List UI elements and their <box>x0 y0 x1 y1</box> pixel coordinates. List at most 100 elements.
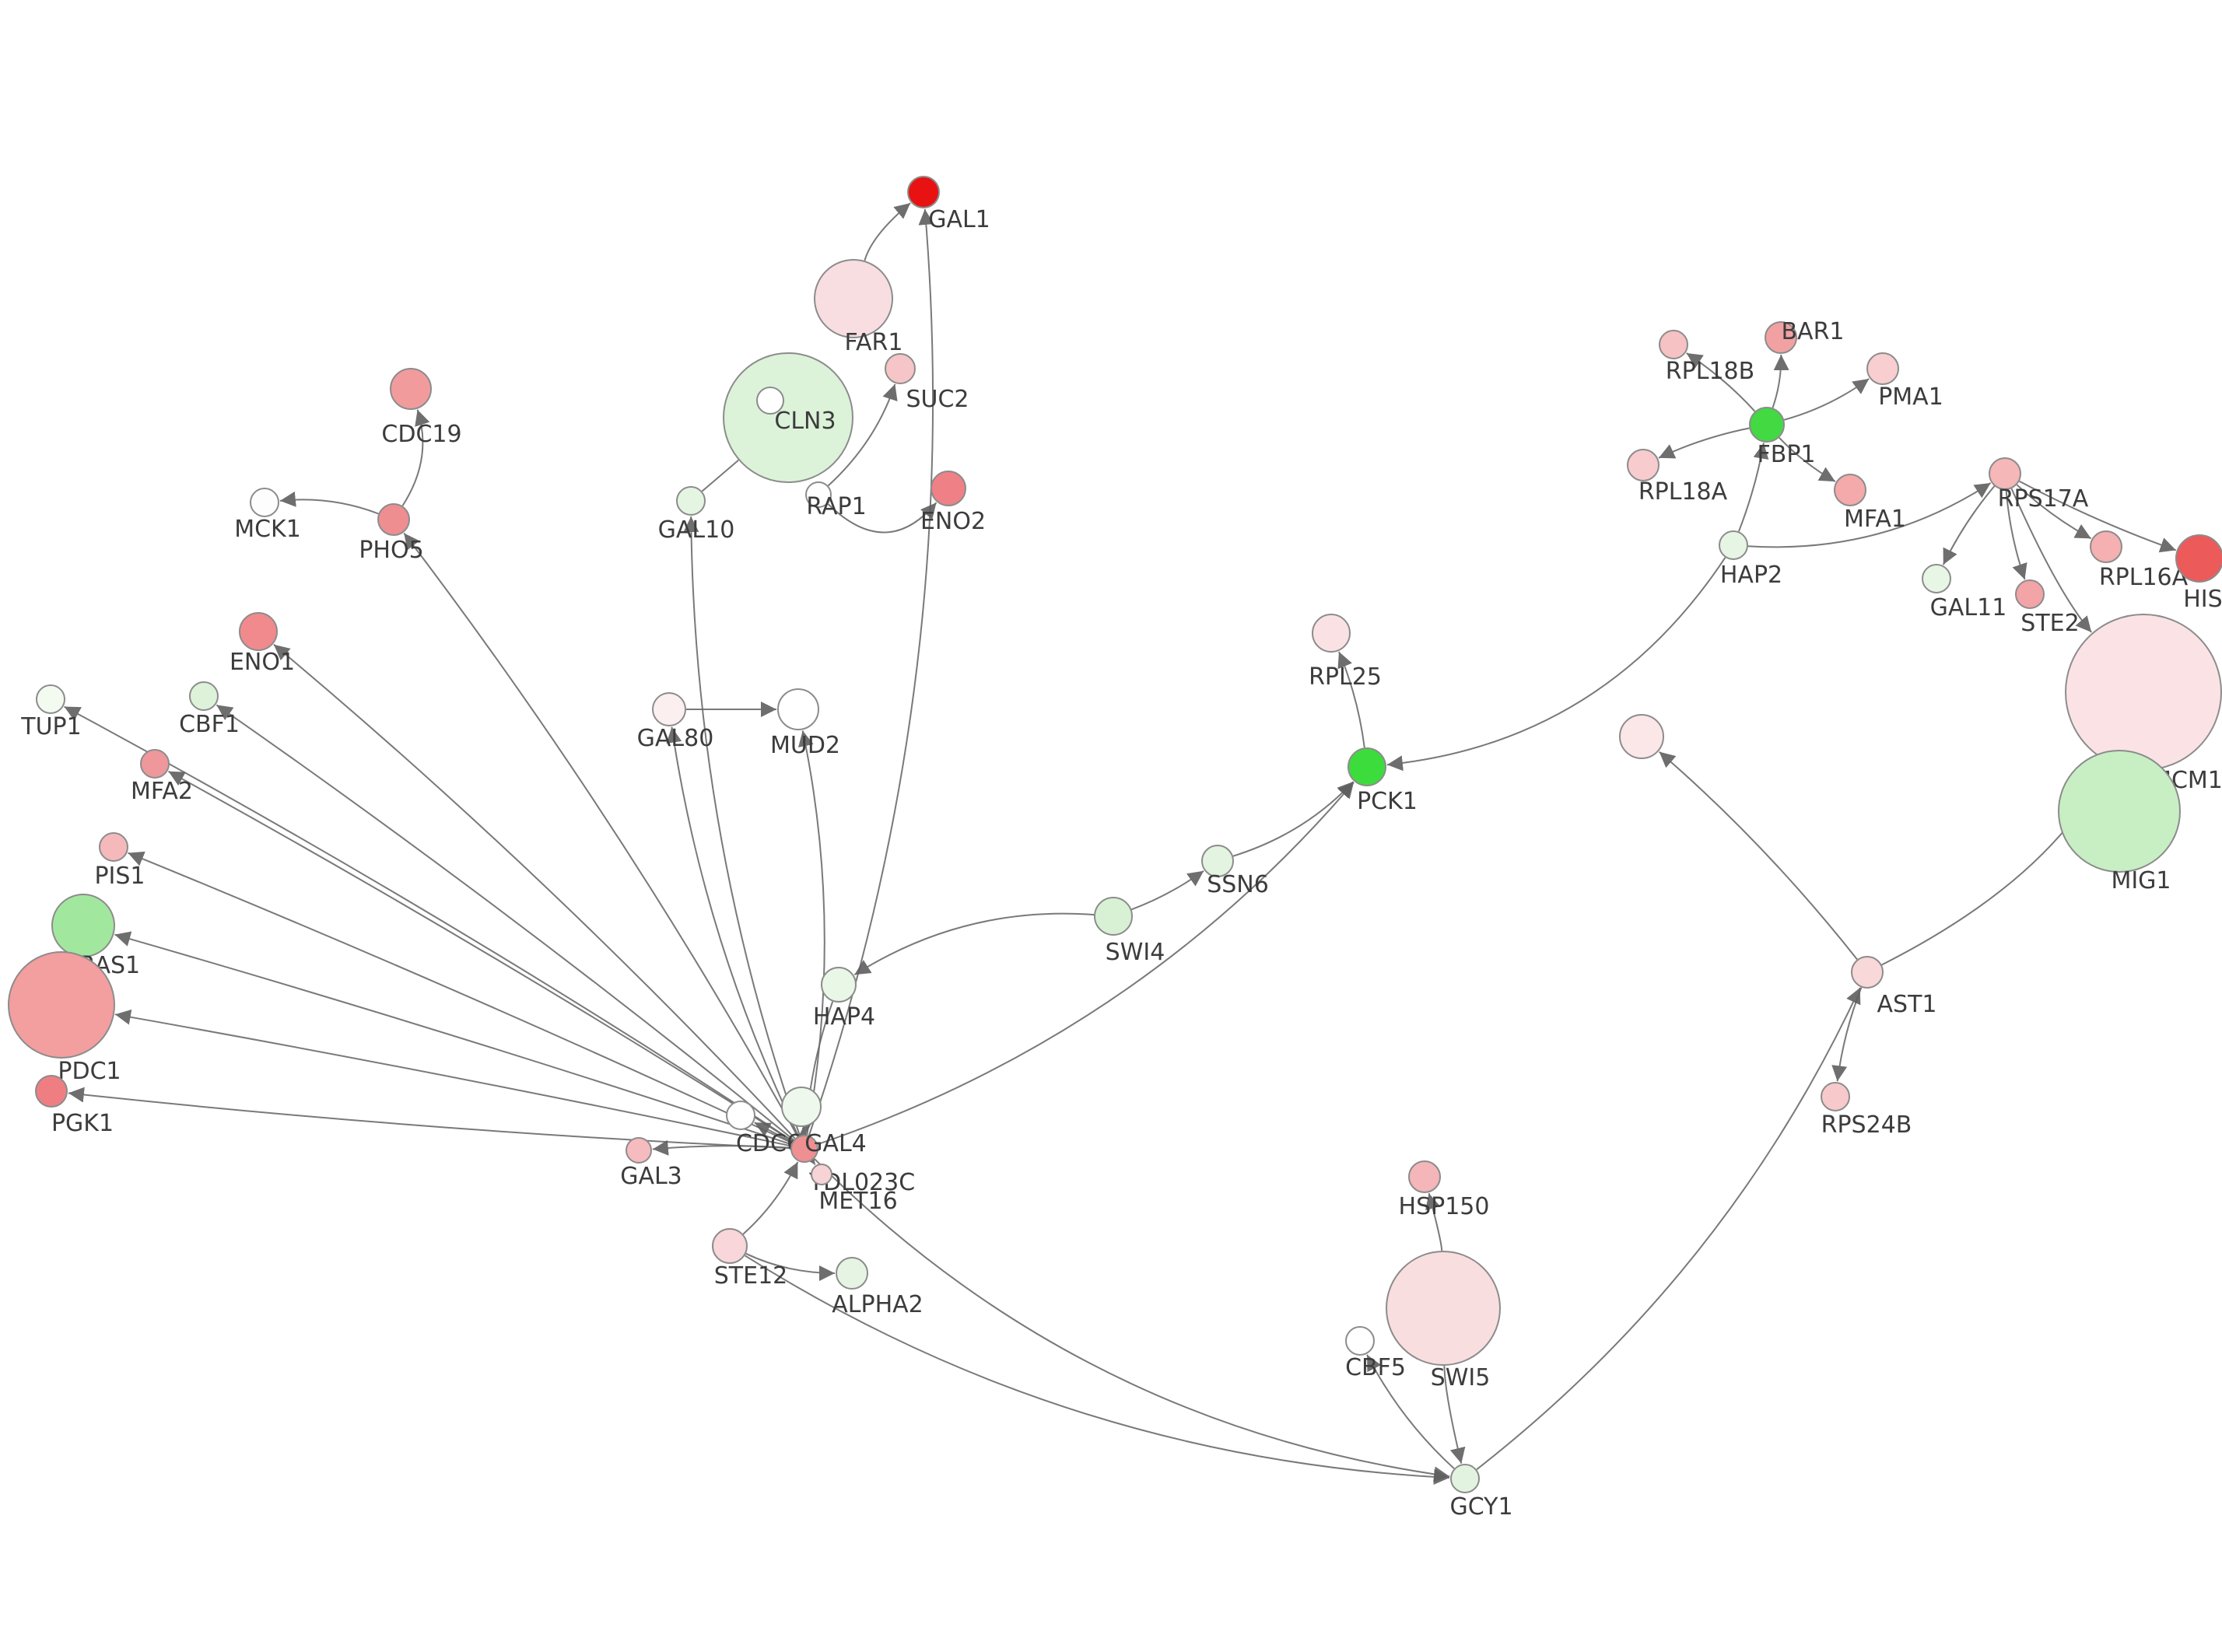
node-GAL11[interactable] <box>1922 564 1951 593</box>
node-HSP150[interactable] <box>1408 1160 1441 1193</box>
node-HAP2[interactable] <box>1719 530 1748 560</box>
node-AST1[interactable] <box>1851 956 1884 989</box>
edge-GAL4-GAL10[interactable] <box>683 516 801 1136</box>
node-RPS17A[interactable] <box>1989 457 2021 490</box>
edge-FBP1-PMA1[interactable] <box>1783 378 1870 421</box>
node-PGK1[interactable] <box>35 1075 68 1108</box>
node-MET16[interactable] <box>811 1164 832 1185</box>
edge-PHO5-MCK1[interactable] <box>279 491 379 515</box>
node-RPL25[interactable] <box>1312 614 1351 653</box>
node-YDL023C[interactable] <box>781 1087 822 1127</box>
node-RAS1[interactable] <box>51 894 115 957</box>
node-ENO2[interactable] <box>931 471 966 506</box>
edge-FAR1-GAL1[interactable] <box>864 202 911 261</box>
node-SUC2[interactable] <box>885 353 916 384</box>
edge-RAP1-ENO2[interactable] <box>827 502 938 534</box>
edge-AST1-RPS24B[interactable] <box>1831 987 1863 1082</box>
edge-GAL4-TUP1[interactable] <box>64 705 794 1142</box>
node-RPL18A[interactable] <box>1627 449 1659 481</box>
node-SSN6[interactable] <box>1201 845 1234 877</box>
edge-GAL4-PIS1[interactable] <box>128 851 793 1144</box>
node-RPS24B[interactable] <box>1821 1082 1850 1111</box>
edge-GAL4-MUD2[interactable] <box>798 730 825 1136</box>
node-FBP1[interactable] <box>1749 407 1785 443</box>
edge-STE12-ALPHA2[interactable] <box>745 1252 836 1282</box>
edge-STE12-GCY1[interactable] <box>744 1255 1450 1485</box>
node-NODE1[interactable] <box>756 387 784 415</box>
edge-GCY1-AST1[interactable] <box>1476 987 1861 1471</box>
node-RAP1[interactable] <box>805 481 832 508</box>
edge-PCK1-RPL25[interactable] <box>1337 651 1365 748</box>
node-ENO1[interactable] <box>239 612 278 651</box>
node-MFA2[interactable] <box>140 749 170 779</box>
edge-GAL4-GAL80[interactable] <box>666 726 800 1137</box>
edge-GAL4-YDL023C[interactable] <box>795 1127 811 1143</box>
node-PMA1[interactable] <box>1866 352 1899 385</box>
node-SWI4[interactable] <box>1094 897 1133 936</box>
node-TUP1[interactable] <box>36 684 65 714</box>
edge-GAL4-GAL3[interactable] <box>652 1139 791 1156</box>
edge-AST1-NODE2[interactable] <box>1659 751 1858 961</box>
edge-GAL4-GAL1[interactable] <box>808 208 934 1136</box>
edge-RPS17A-RPL16A[interactable] <box>2016 484 2092 540</box>
node-PCK1[interactable] <box>1348 747 1386 786</box>
edge-PHO5-CDC19[interactable] <box>401 409 430 506</box>
node-CDC19[interactable] <box>390 368 432 410</box>
edge-GAL4-MFA2[interactable] <box>168 770 794 1143</box>
edge-GAL4-CBF1[interactable] <box>216 704 794 1141</box>
edge-SWI4-HAP4[interactable] <box>853 912 1095 976</box>
edge-FBP1-MFA1[interactable] <box>1779 437 1836 482</box>
node-GAL10[interactable] <box>676 486 706 516</box>
node-BAR1[interactable] <box>1765 321 1797 354</box>
edge-SWI4-SSN6[interactable] <box>1131 870 1204 911</box>
node-CLN3[interactable] <box>723 352 853 483</box>
edge-SSN6-PCK1[interactable] <box>1232 781 1355 857</box>
edge-GAL4-PDC1[interactable] <box>114 1009 791 1147</box>
node-PDC1[interactable] <box>8 951 115 1059</box>
node-PHO5[interactable] <box>377 503 410 536</box>
node-MCK1[interactable] <box>250 488 279 517</box>
edge-GCY1-CBF5[interactable] <box>1366 1354 1455 1469</box>
edge-GAL4-PCK1[interactable] <box>817 782 1355 1146</box>
node-GCY1[interactable] <box>1450 1464 1480 1493</box>
edge-FBP1-RPL18A[interactable] <box>1658 427 1750 459</box>
edge-GAL10-CLN3[interactable] <box>701 444 755 492</box>
node-PIS1[interactable] <box>99 832 128 862</box>
node-RPL18B[interactable] <box>1659 330 1688 359</box>
edge-HAP2-PCK1[interactable] <box>1386 557 1726 772</box>
edge-GAL4-GCY1[interactable] <box>813 1158 1450 1482</box>
node-SWI5[interactable] <box>1386 1251 1501 1366</box>
edge-RAP1-SUC2[interactable] <box>827 383 898 487</box>
edge-GAL4-PGK1[interactable] <box>68 1087 791 1150</box>
edge-HAP2-RPS17A[interactable] <box>1747 482 1992 548</box>
edge-GAL4-ENO1[interactable] <box>273 643 796 1139</box>
node-CDC6[interactable] <box>726 1101 755 1130</box>
node-GAL80[interactable] <box>652 692 686 726</box>
node-ALPHA2[interactable] <box>836 1257 868 1290</box>
edge-SWI5-HSP150[interactable] <box>1425 1193 1443 1251</box>
edge-HAP2-FBP1[interactable] <box>1737 443 1769 532</box>
edge-RPS17A-HIS4[interactable] <box>2019 480 2177 553</box>
edge-GAL4-CDC6[interactable] <box>754 1122 793 1143</box>
node-MCM1[interactable] <box>2065 614 2222 771</box>
node-CBF1[interactable] <box>189 681 219 711</box>
edge-GAL4-RAS1[interactable] <box>114 931 792 1146</box>
node-STE2[interactable] <box>2015 579 2045 609</box>
node-RPL16A[interactable] <box>2090 530 2122 563</box>
edge-RPS17A-GAL11[interactable] <box>1942 485 1996 565</box>
node-FAR1[interactable] <box>814 259 893 338</box>
node-STE12[interactable] <box>712 1228 748 1264</box>
node-HIS4[interactable] <box>2175 534 2222 583</box>
edge-FBP1-RPL18B[interactable] <box>1686 352 1756 412</box>
node-NODE2[interactable] <box>1619 714 1664 759</box>
node-MIG1[interactable] <box>2058 750 2181 873</box>
edge-RPS17A-STE2[interactable] <box>2005 489 2027 580</box>
node-CBF5[interactable] <box>1345 1326 1375 1356</box>
edge-GAL4-MET16[interactable] <box>800 1147 816 1166</box>
node-GAL3[interactable] <box>626 1137 652 1164</box>
edge-STE12-GAL4[interactable] <box>742 1161 799 1235</box>
edge-GAL4-PHO5[interactable] <box>403 532 799 1137</box>
node-HAP4[interactable] <box>821 967 857 1003</box>
edge-RPS17A-MCM1[interactable] <box>2010 488 2092 633</box>
